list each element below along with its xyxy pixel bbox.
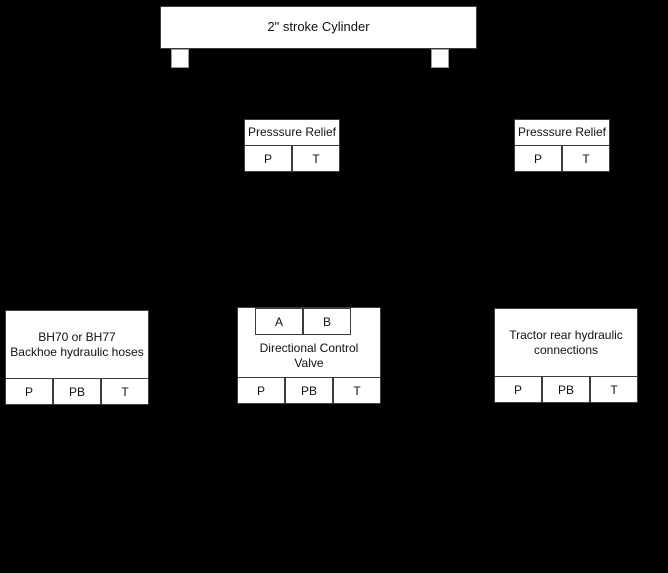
valve-port-t: T: [333, 377, 381, 404]
backhoe-port-p-label: P: [24, 384, 33, 399]
relief-left-port-p: P: [244, 145, 292, 172]
backhoe-block: BH70 or BH77 Backhoe hydraulic hoses: [5, 310, 149, 379]
relief-right-port-p: P: [514, 145, 562, 172]
relief-right-port-t-label: T: [582, 151, 590, 166]
tractor-title: Tractor rear hydraulic connections: [509, 327, 623, 357]
valve-port-b-label: B: [322, 314, 331, 329]
backhoe-port-pb-label: PB: [68, 384, 85, 399]
valve-port-a-label: A: [274, 314, 283, 329]
backhoe-title: BH70 or BH77 Backhoe hydraulic hoses: [10, 329, 144, 359]
relief-left-port-t: T: [292, 145, 340, 172]
backhoe-port-t: T: [101, 378, 149, 405]
relief-left-title: Presssure Relief: [247, 125, 337, 139]
valve-port-p: P: [237, 377, 285, 404]
tractor-block: Tractor rear hydraulic connections: [494, 308, 638, 377]
relief-left-block: Presssure Relief: [244, 119, 340, 146]
relief-right-port-t: T: [562, 145, 610, 172]
tractor-port-pb-label: PB: [557, 382, 574, 397]
valve-port-a: A: [255, 308, 303, 335]
cylinder-title: 2" stroke Cylinder: [267, 19, 370, 35]
backhoe-port-p: P: [5, 378, 53, 405]
valve-port-pb: PB: [285, 377, 333, 404]
valve-port-p-label: P: [256, 383, 265, 398]
relief-left-port-p-label: P: [263, 151, 272, 166]
tractor-port-p: P: [494, 376, 542, 403]
tractor-port-t-label: T: [610, 382, 618, 397]
tractor-port-pb: PB: [542, 376, 590, 403]
relief-right-block: Presssure Relief: [514, 119, 610, 146]
tractor-port-t: T: [590, 376, 638, 403]
valve-port-b: B: [303, 308, 351, 335]
relief-left-port-t-label: T: [312, 151, 320, 166]
tractor-port-p-label: P: [513, 382, 522, 397]
cylinder-block: 2" stroke Cylinder: [160, 6, 477, 49]
backhoe-port-t-label: T: [121, 384, 129, 399]
cylinder-port-left: [171, 49, 189, 68]
valve-port-t-label: T: [353, 383, 361, 398]
valve-title: Directional Control Valve: [259, 341, 359, 370]
backhoe-port-pb: PB: [53, 378, 101, 405]
valve-port-pb-label: PB: [300, 383, 317, 398]
relief-right-title: Presssure Relief: [517, 125, 607, 139]
relief-right-port-p-label: P: [533, 151, 542, 166]
cylinder-port-right: [431, 49, 449, 68]
